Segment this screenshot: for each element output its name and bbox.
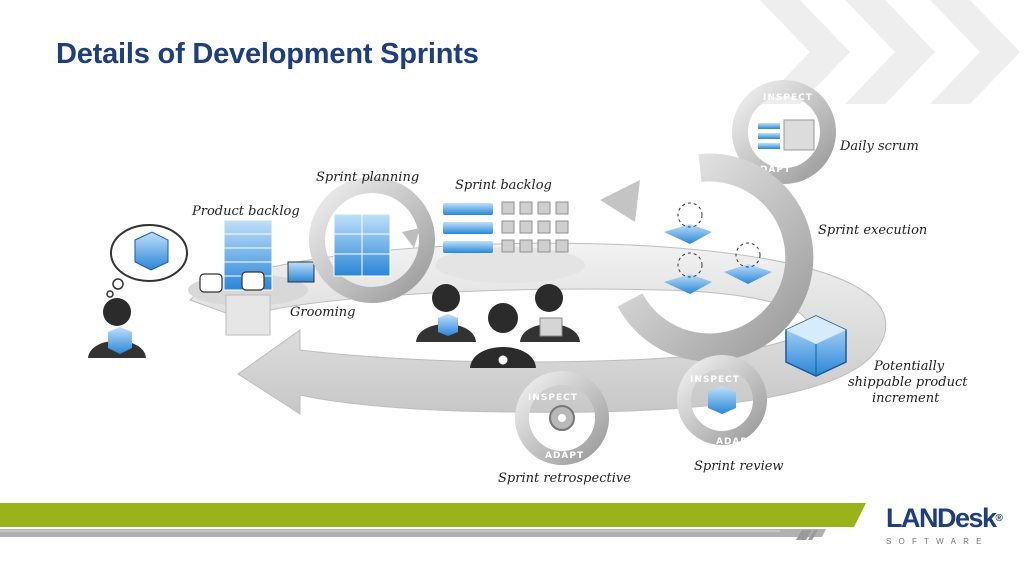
sprint-review-inspect-stamp: INSPECT xyxy=(690,375,740,385)
label-potentially-line2: shippable product xyxy=(848,375,968,390)
label-sprint-execution: Sprint execution xyxy=(818,223,927,238)
landesk-logo: LANDesk® SOFTWARE xyxy=(886,503,1003,555)
sprint-review-icon: INSPECT ADAPT xyxy=(677,355,767,447)
logo-registered-mark: ® xyxy=(995,513,1003,524)
daily-scrum-adapt-stamp: ADAPT xyxy=(752,165,791,175)
product-increment-cube-icon xyxy=(785,315,847,377)
sprint-backlog-grid-icon xyxy=(435,201,585,283)
sprint-retrospective-icon: INSPECT ADAPT xyxy=(515,371,609,465)
label-sprint-review: Sprint review xyxy=(694,459,784,474)
logo-subtitle: SOFTWARE xyxy=(886,537,989,546)
label-sprint-backlog: Sprint backlog xyxy=(455,178,552,193)
stakeholder-person-icon xyxy=(88,298,146,358)
scrum-process-diagram: INSPECT ADAPT INSPECT ADAPT INSPECT ADAP… xyxy=(88,80,968,486)
flow-ring xyxy=(189,242,887,415)
logo-name: LANDesk xyxy=(886,503,997,533)
product-backlog-stack-icon xyxy=(188,219,315,336)
label-sprint-retrospective: Sprint retrospective xyxy=(498,471,631,486)
sprint-planning-icon xyxy=(309,177,435,303)
daily-scrum-icon: INSPECT ADAPT xyxy=(732,80,836,184)
label-potentially-line3: increment xyxy=(872,391,940,406)
decorative-chevrons xyxy=(760,0,1020,104)
label-grooming: Grooming xyxy=(290,305,355,320)
label-potentially-line1: Potentially xyxy=(873,359,945,374)
retrospective-adapt-stamp: ADAPT xyxy=(545,451,584,461)
daily-scrum-inspect-stamp: INSPECT xyxy=(763,93,813,103)
sprint-execution-icon xyxy=(600,153,814,362)
page-title: Details of Development Sprints xyxy=(56,38,479,70)
scrum-team-icon xyxy=(416,284,580,368)
label-sprint-planning: Sprint planning xyxy=(316,170,419,185)
label-daily-scrum: Daily scrum xyxy=(839,139,919,154)
label-product-backlog: Product backlog xyxy=(191,204,300,219)
footer-bars xyxy=(0,503,866,540)
sprint-review-adapt-stamp: ADAPT xyxy=(716,437,755,447)
thought-bubble xyxy=(106,224,188,298)
retrospective-inspect-stamp: INSPECT xyxy=(528,393,578,403)
